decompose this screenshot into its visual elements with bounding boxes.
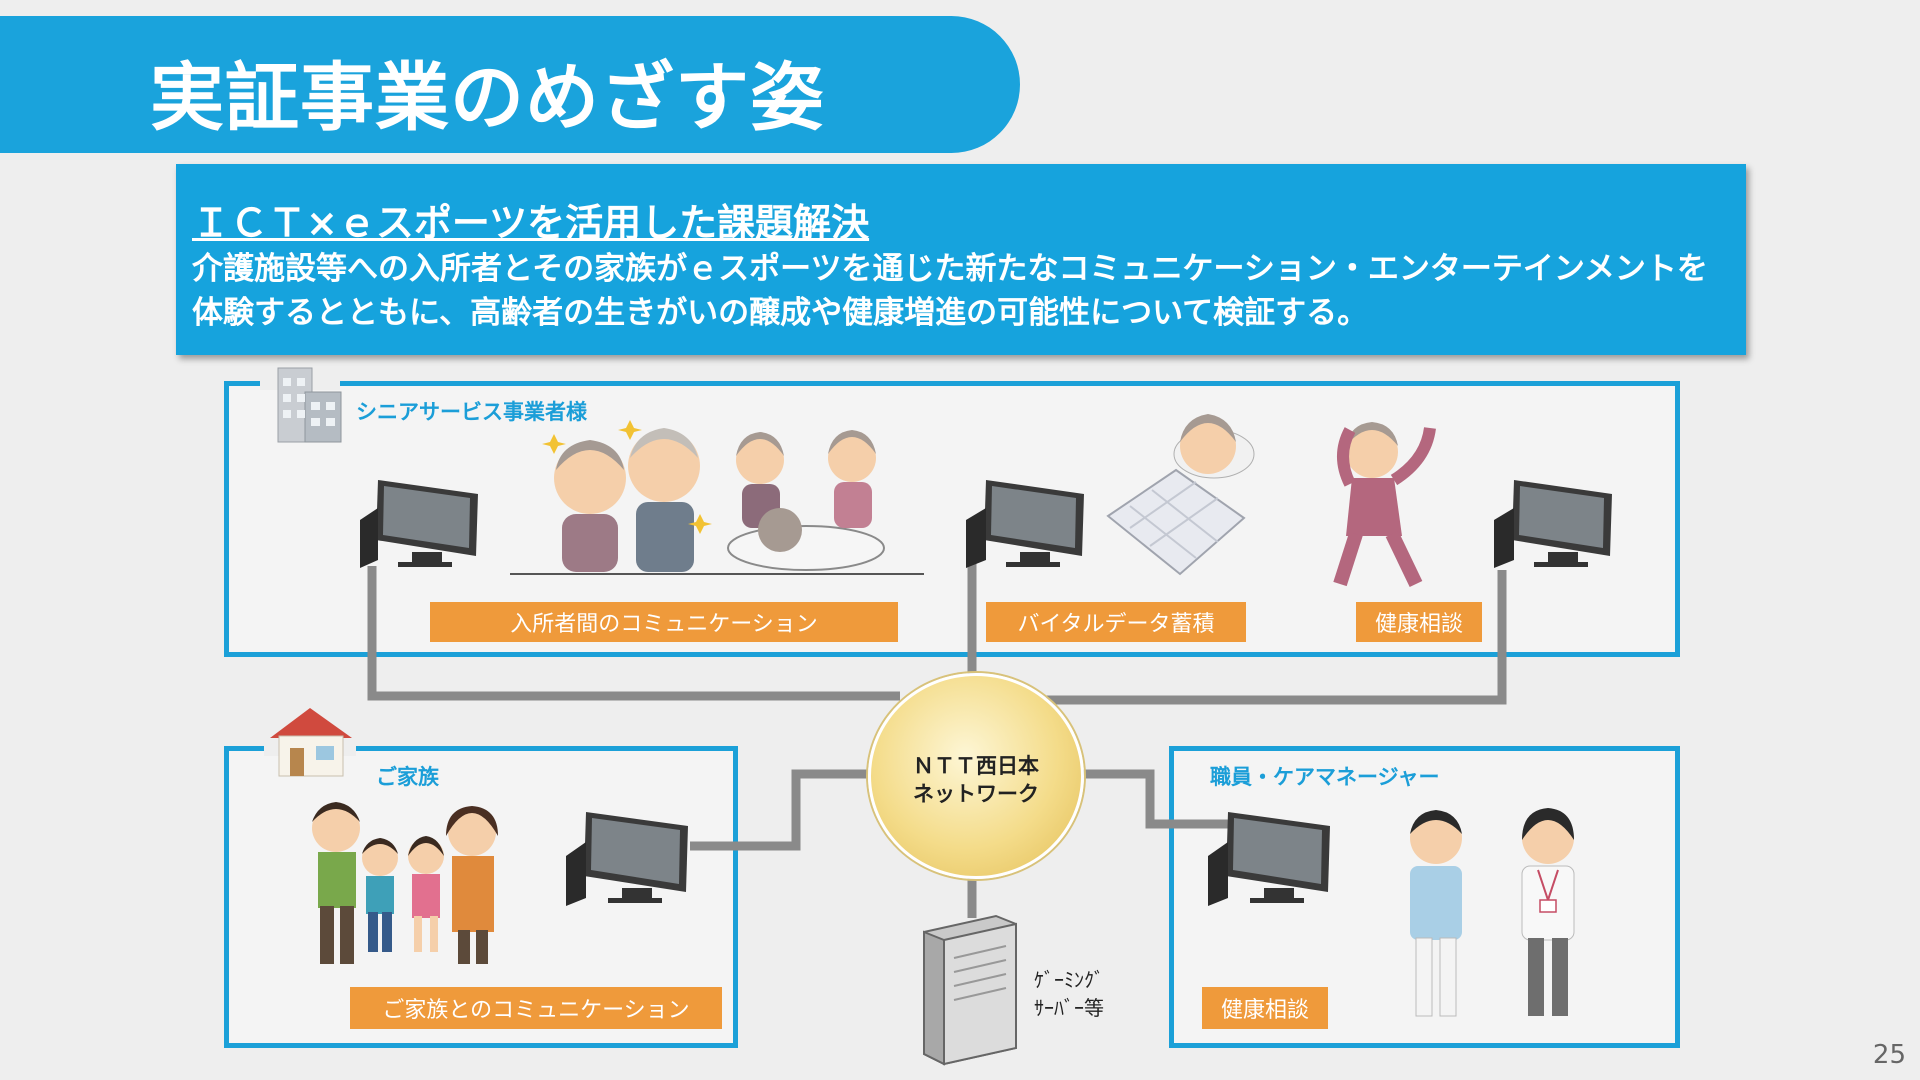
network-line-2: ネットワーク: [913, 782, 1039, 806]
server-icon: [923, 914, 1017, 1066]
monitor-icon-senior-left: [360, 480, 478, 568]
server-label-line-1: ｹﾞｰﾐﾝｸﾞ: [1034, 968, 1104, 992]
tag-resident-communication: 入所者間のコミュニケーション: [430, 602, 898, 642]
server-label-line-2: ｻｰﾊﾞｰ等: [1034, 996, 1104, 1020]
tag-family-communication: ご家族とのコミュニケーション: [350, 987, 722, 1029]
ntt-network-node: ＮＴＴ西日本 ネットワーク: [868, 673, 1084, 879]
summary-line-1: 介護施設等への入所者とその家族がｅスポーツを通じた新たなコミュニケーション・エン…: [192, 251, 1708, 287]
tag-health-consultation-senior: 健康相談: [1356, 602, 1482, 642]
network-line-1: ＮＴＴ西日本: [913, 754, 1039, 778]
title-banner: [0, 16, 1020, 153]
summary-box: [176, 164, 1746, 355]
house-icon: [270, 708, 352, 777]
family-illustration: [312, 802, 498, 964]
tag-vital-data: バイタルデータ蓄積: [986, 602, 1246, 642]
staff-illustration: [1410, 808, 1575, 1017]
monitor-icon-senior-right: [1494, 480, 1612, 568]
senior-service-label: シニアサービス事業者様: [356, 400, 587, 424]
bedridden-person-illustration: [1106, 414, 1255, 576]
summary-heading: ＩＣＴ×ｅスポーツを活用した課題解決: [192, 201, 870, 245]
elderly-residents-illustration: [510, 420, 924, 575]
page-number: 25: [1872, 1040, 1906, 1070]
exercising-elderly-illustration: [1333, 422, 1436, 588]
page-title: 実証事業のめざす姿: [150, 55, 825, 141]
family-label: ご家族: [376, 765, 439, 789]
building-icon: [277, 367, 342, 443]
monitor-icon-senior-middle: [966, 480, 1084, 568]
summary-line-2: 体験するとともに、高齢者の生きがいの醸成や健康増進の可能性について検証する。: [192, 295, 1369, 331]
monitor-icon-staff: [1208, 812, 1330, 906]
monitor-icon-family: [566, 812, 688, 906]
staff-label: 職員・ケアマネージャー: [1210, 765, 1440, 789]
connector-lines: [367, 560, 1507, 918]
tag-health-consultation-staff: 健康相談: [1202, 987, 1328, 1029]
